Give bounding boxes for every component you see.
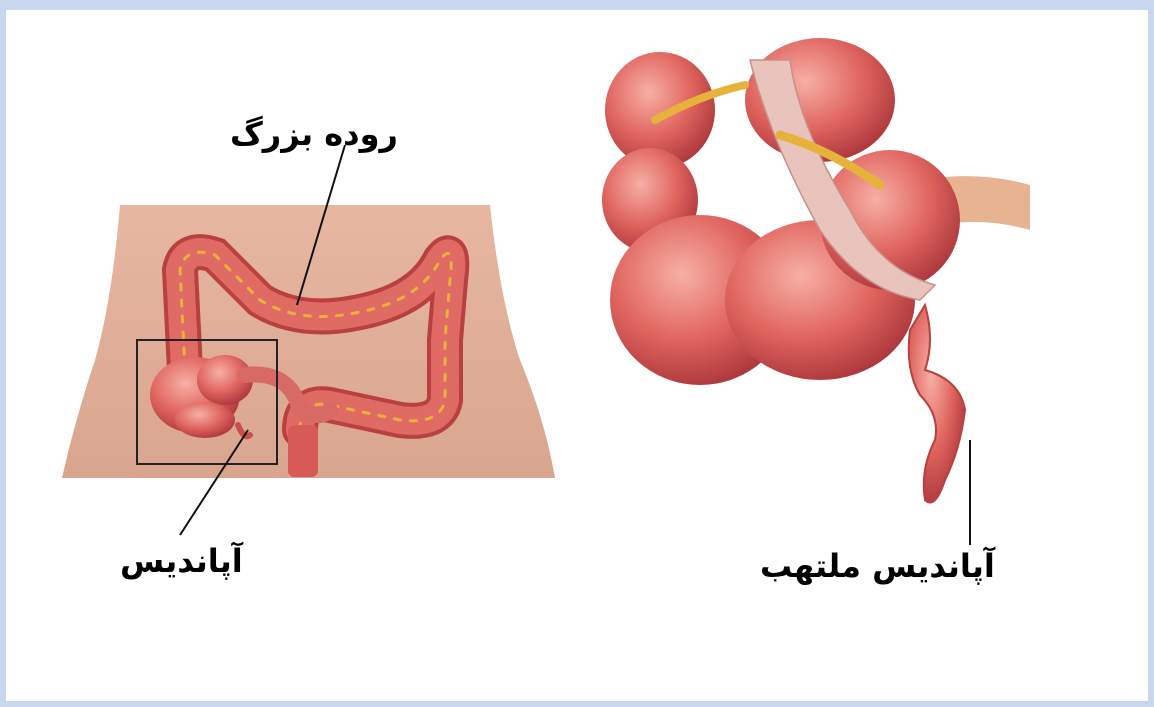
label-large-intestine: روده بزرگ [230,118,398,150]
inflamed-cecum-figure [602,38,1030,503]
label-appendix: آپانديس [120,545,243,577]
inflamed-appendix [909,305,965,503]
label-inflamed-appendix: آپانديس ملتهب [760,550,995,582]
rectum [288,425,318,477]
torso-figure [62,205,555,478]
